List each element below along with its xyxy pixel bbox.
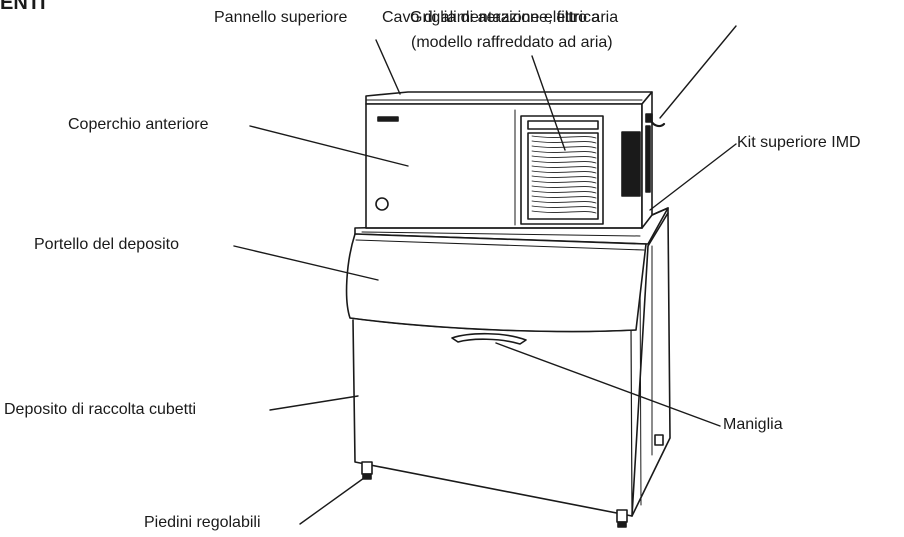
leader-lines — [233, 25, 737, 525]
label-handle: Maniglia — [723, 416, 783, 433]
adjustable-legs — [361, 434, 664, 528]
filter-grid-shape — [520, 115, 604, 225]
label-adjustable-legs: Piedini regolabili — [144, 514, 261, 531]
label-front-cover: Coperchio anteriore — [68, 116, 209, 133]
label-storage-bin: Deposito di raccolta cubetti — [4, 401, 197, 418]
label-power-cord: Cavo di alimentazione elettrica — [382, 9, 600, 26]
bin-door-shape — [345, 233, 647, 333]
bin-handle-shape — [451, 332, 527, 345]
label-top-panel: Pannello superiore — [214, 9, 348, 26]
label-bin-door: Portello del deposito — [34, 236, 179, 253]
section-heading: ENTI — [0, 0, 46, 14]
label-imd-kit: Kit superiore IMD — [737, 134, 861, 151]
power-cord-shape — [645, 113, 666, 128]
ice-maker-head — [361, 91, 653, 237]
label-filter-grid: Griglia di aerazione, filtro aria — [410, 9, 619, 26]
label-filter-grid-note: (modello raffreddato ad aria) — [411, 34, 613, 51]
